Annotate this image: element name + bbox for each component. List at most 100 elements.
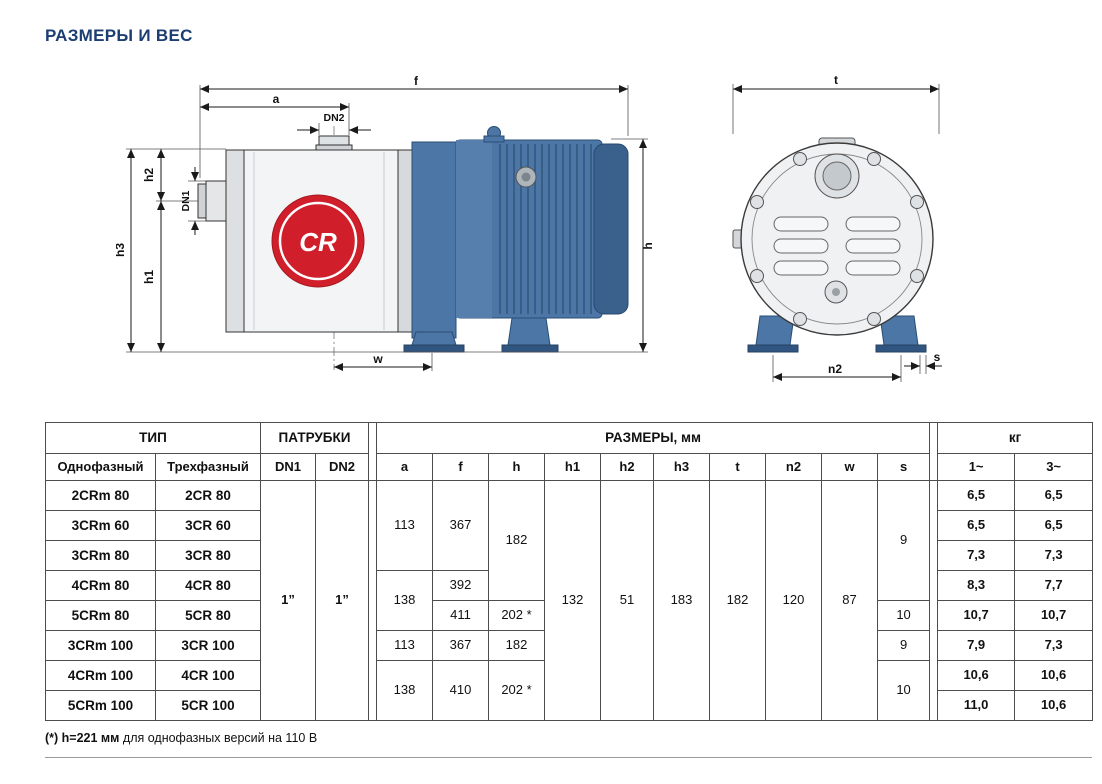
gasket-ovals — [773, 216, 901, 276]
dim-cell-a: 113 — [376, 630, 433, 661]
pump-model-three: 2CR 80 — [155, 480, 261, 511]
lantern — [411, 141, 457, 339]
weight-cell-3ph: 7,7 — [1014, 570, 1094, 601]
dim-cell-h2: 51 — [600, 480, 654, 721]
page-title: РАЗМЕРЫ И ВЕС — [45, 26, 193, 45]
cover-bolts — [750, 152, 924, 326]
group-header-dimensions: РАЗМЕРЫ, мм — [375, 422, 931, 454]
footnote-dimension: (*) h=221 мм — [45, 731, 120, 745]
dim-cell-h1: 132 — [544, 480, 601, 721]
dimensions-table: ТИП ПАТРУБКИ РАЗМЕРЫ, мм кг Однофазный Т… — [45, 422, 1094, 721]
pump-model-three: 4CR 80 — [155, 570, 261, 601]
dimension-lines — [127, 85, 647, 371]
dim-label-h1: h1 — [142, 270, 156, 284]
lantern-foot-plate — [403, 344, 465, 353]
cr-logo-ring — [278, 201, 358, 281]
dim-cell-dn1: 1” — [260, 480, 316, 721]
dim-cell-s: 9 — [876, 480, 931, 601]
spacer — [929, 422, 939, 481]
dim-cell-t: 182 — [709, 480, 766, 721]
weight-cell-1ph: 10,6 — [937, 660, 1016, 691]
col-header-h1: h1 — [544, 453, 601, 481]
weight-cell-1ph: 11,0 — [937, 690, 1016, 721]
pump-side-view-drawing: CR — [116, 74, 655, 371]
pump-model-three: 5CR 100 — [155, 690, 261, 721]
weight-cell-1ph: 6,5 — [937, 480, 1016, 511]
group-header-type: ТИП — [45, 422, 261, 454]
front-foot-plate-right — [875, 344, 927, 353]
motor-foot-plate — [501, 344, 559, 353]
dim-label-w: w — [372, 352, 383, 366]
weight-cell-3ph: 6,5 — [1014, 510, 1094, 541]
footnote: (*) h=221 мм для однофазных версий на 11… — [45, 731, 1102, 745]
dim-cell-h: 182 — [488, 480, 545, 601]
col-header-kg3: 3~ — [1014, 453, 1094, 481]
dim-cell-f: 367 — [432, 630, 489, 661]
weight-cell-3ph: 7,3 — [1014, 540, 1094, 571]
col-header-single-phase: Однофазный — [45, 453, 156, 481]
weight-cell-1ph: 7,9 — [937, 630, 1016, 661]
spacer — [368, 480, 377, 721]
pump-model-three: 5CR 80 — [155, 600, 261, 631]
inlet-thread — [197, 183, 207, 219]
dim-cell-a: 138 — [376, 570, 433, 631]
dim-label-n2: n2 — [828, 362, 842, 376]
weight-cell-3ph: 7,3 — [1014, 630, 1094, 661]
pump-model-three: 3CR 80 — [155, 540, 261, 571]
dim-cell-dn2: 1” — [315, 480, 369, 721]
technical-drawings: CR — [0, 74, 1102, 398]
pump-model-single: 3CRm 60 — [45, 510, 156, 541]
dim-cell-h: 182 — [488, 630, 545, 661]
col-header-a: a — [376, 453, 433, 481]
dim-label-h2: h2 — [142, 168, 156, 182]
pump-model-single: 4CRm 80 — [45, 570, 156, 601]
pump-model-single: 3CRm 100 — [45, 630, 156, 661]
dimension-lines — [733, 85, 942, 381]
col-header-h3: h3 — [653, 453, 710, 481]
dim-cell-f: 367 — [432, 480, 489, 571]
dim-cell-f: 411 — [432, 600, 489, 631]
weight-cell-3ph: 10,7 — [1014, 600, 1094, 631]
dim-label-f: f — [414, 74, 419, 88]
dim-cell-s: 10 — [876, 600, 931, 631]
col-header-h: h — [488, 453, 545, 481]
pump-model-single: 5CRm 80 — [45, 600, 156, 631]
group-header-weight: кг — [937, 422, 1094, 454]
dim-label-s: s — [934, 350, 941, 364]
dim-cell-h3: 183 — [653, 480, 710, 721]
pump-model-single: 2CRm 80 — [45, 480, 156, 511]
table-row: 5CRm 100 5CR 100 11,0 10,6 — [45, 690, 1094, 721]
col-header-n2: n2 — [765, 453, 822, 481]
spacer — [368, 422, 377, 481]
pump-model-single: 4CRm 100 — [45, 660, 156, 691]
col-header-three-phase: Трехфазный — [155, 453, 261, 481]
pump-model-three: 3CR 100 — [155, 630, 261, 661]
col-header-dn2: DN2 — [315, 453, 369, 481]
footnote-text: для однофазных версий на 110 В — [122, 731, 318, 745]
col-header-f: f — [432, 453, 489, 481]
pump-side-body: CR — [197, 126, 629, 353]
dim-cell-n2: 120 — [765, 480, 822, 721]
col-header-h2: h2 — [600, 453, 654, 481]
dim-cell-h: 202 * — [488, 600, 545, 631]
weight-cell-3ph: 6,5 — [1014, 480, 1094, 511]
col-header-t: t — [709, 453, 766, 481]
dim-label-a: a — [273, 92, 280, 106]
weight-cell-1ph: 7,3 — [937, 540, 1016, 571]
front-cover — [740, 142, 934, 336]
pump-front-body — [732, 137, 934, 353]
lantern-foot — [411, 331, 457, 346]
table-row: 5CRm 80 5CR 80 411 202 * 10 10,7 10,7 — [45, 600, 1094, 631]
table-row: 2CRm 80 2CR 80 1” 1” 113 367 182 132 51 … — [45, 480, 1094, 721]
table-row: 3CRm 100 3CR 100 113 367 182 9 7,9 7,3 — [45, 630, 1094, 661]
dim-label-h: h — [641, 242, 655, 249]
pump-model-single: 5CRm 100 — [45, 690, 156, 721]
pump-model-three: 4CR 100 — [155, 660, 261, 691]
dim-cell-w: 87 — [821, 480, 878, 721]
inlet-nut — [205, 180, 227, 222]
motor-end-cap — [593, 143, 629, 315]
col-header-dn1: DN1 — [260, 453, 316, 481]
spacer — [929, 480, 939, 721]
col-header-kg1: 1~ — [937, 453, 1016, 481]
weight-cell-1ph: 8,3 — [937, 570, 1016, 601]
